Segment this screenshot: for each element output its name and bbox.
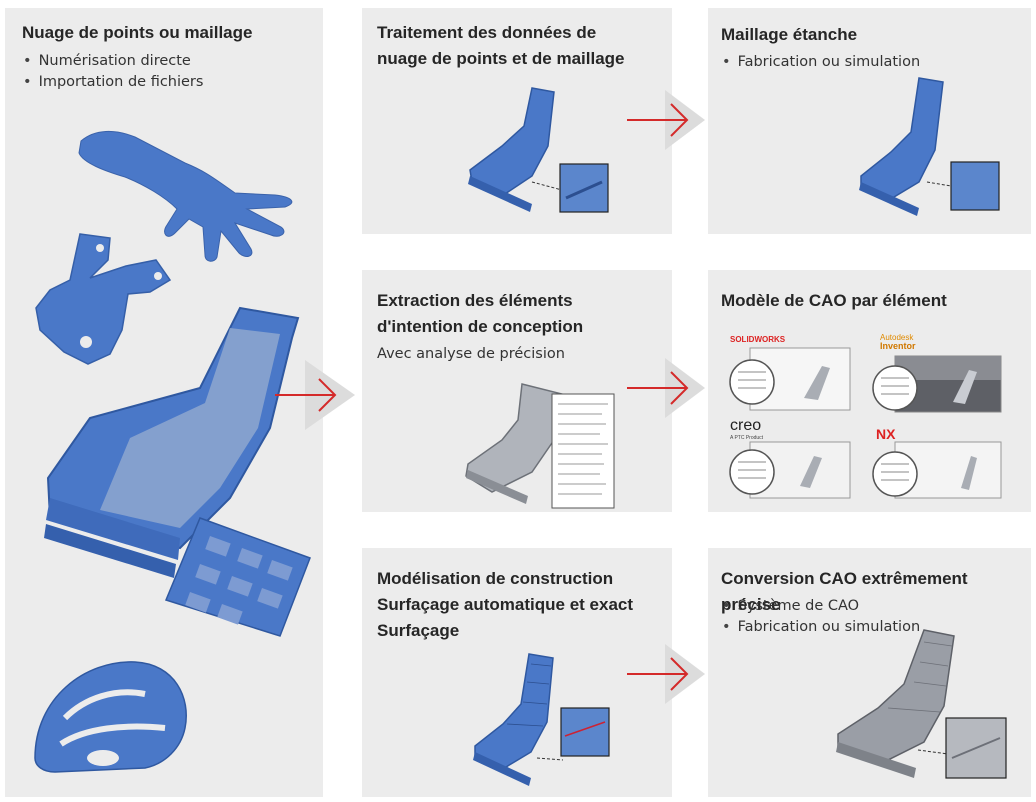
panel-modeling-title-3: Surfaçage [377, 621, 460, 640]
cad-blade-image [836, 629, 1007, 779]
creo-logo-text: creo [730, 417, 762, 434]
panel-modeling: Modélisation de construction Surfaçage a… [362, 548, 672, 797]
bracket-scan-image [35, 233, 172, 365]
inventor-logo: Autodesk Inventor [880, 333, 916, 351]
arrow-processing-to-watertight [627, 90, 705, 150]
tire-tread-scan-image [164, 517, 311, 637]
panel-watertight-title: Maillage étanche [721, 25, 858, 44]
panel-watertight-bullets: Fabrication ou simulation [722, 52, 921, 73]
solidworks-screenshot [729, 347, 851, 411]
panel-modeling-title-1: Modélisation de construction [377, 569, 614, 588]
hand-scan-image [78, 131, 293, 262]
arrow-extraction-to-cad [627, 358, 705, 418]
panel-data-processing: Traitement des données de nuage de point… [362, 8, 672, 234]
modeling-blade-image [473, 653, 610, 786]
panel-conversion-bullets: Système de CAO Fabrication ou simulation [722, 596, 921, 638]
panel-extraction-title-1: Extraction des éléments [377, 291, 573, 310]
bullet-item: Système de CAO [722, 596, 920, 617]
panel-extraction-subtitle: Avec analyse de précision [377, 346, 565, 362]
nx-screenshot [872, 441, 1002, 499]
inventor-screenshot [872, 355, 1002, 413]
panel-processing-title-1: Traitement des données de [377, 23, 597, 42]
arrow-left-to-middle [275, 360, 355, 430]
watertight-blade-image [859, 77, 1000, 216]
bullet-item: Numérisation directe [23, 51, 203, 72]
extraction-blade-image [465, 383, 615, 509]
solidworks-logo-text: SOLIDWORKS [730, 335, 786, 344]
bullet-item: Fabrication ou simulation [722, 52, 921, 73]
inventor-logo-text: Inventor [880, 341, 916, 351]
nx-logo-text: NX [876, 426, 896, 442]
panel-modeling-title-2: Surfaçage automatique et exact [377, 595, 634, 614]
panel-cad-model: Modèle de CAO par élément SOLIDWORKS Aut… [708, 270, 1031, 512]
bullet-item: Importation de fichiers [23, 72, 204, 93]
arrow-modeling-to-conversion [627, 644, 705, 704]
panel-extraction: Extraction des éléments d'intention de c… [362, 270, 672, 512]
panel-cad-conversion: Conversion CAO extrêmement précise Systè… [708, 548, 1031, 797]
nx-logo: NX [876, 426, 895, 442]
bullet-item: Fabrication ou simulation [722, 617, 921, 638]
panel-left-title: Nuage de points ou maillage [22, 23, 253, 42]
autodesk-logo-text: Autodesk [880, 333, 914, 342]
creo-logo-sub: A PTC Product [730, 435, 764, 441]
turbine-blade-scan-image [44, 306, 300, 578]
panel-cad-title: Modèle de CAO par élément [721, 291, 947, 310]
panel-extraction-title-2: d'intention de conception [377, 317, 584, 336]
panel-point-cloud: Nuage de points ou maillage Numérisation… [5, 8, 323, 797]
helmet-scan-image [34, 661, 187, 773]
solidworks-logo: SOLIDWORKS [730, 335, 785, 344]
panel-processing-title-2: nuage de points et de maillage [377, 49, 625, 68]
panel-left-bullets: Numérisation directe Importation de fich… [23, 51, 204, 93]
creo-screenshot [729, 441, 851, 499]
creo-logo: creo A PTC Product [730, 417, 764, 444]
processed-blade-image [468, 87, 609, 213]
panel-watertight-mesh: Maillage étanche Fabrication ou simulati… [708, 8, 1031, 234]
